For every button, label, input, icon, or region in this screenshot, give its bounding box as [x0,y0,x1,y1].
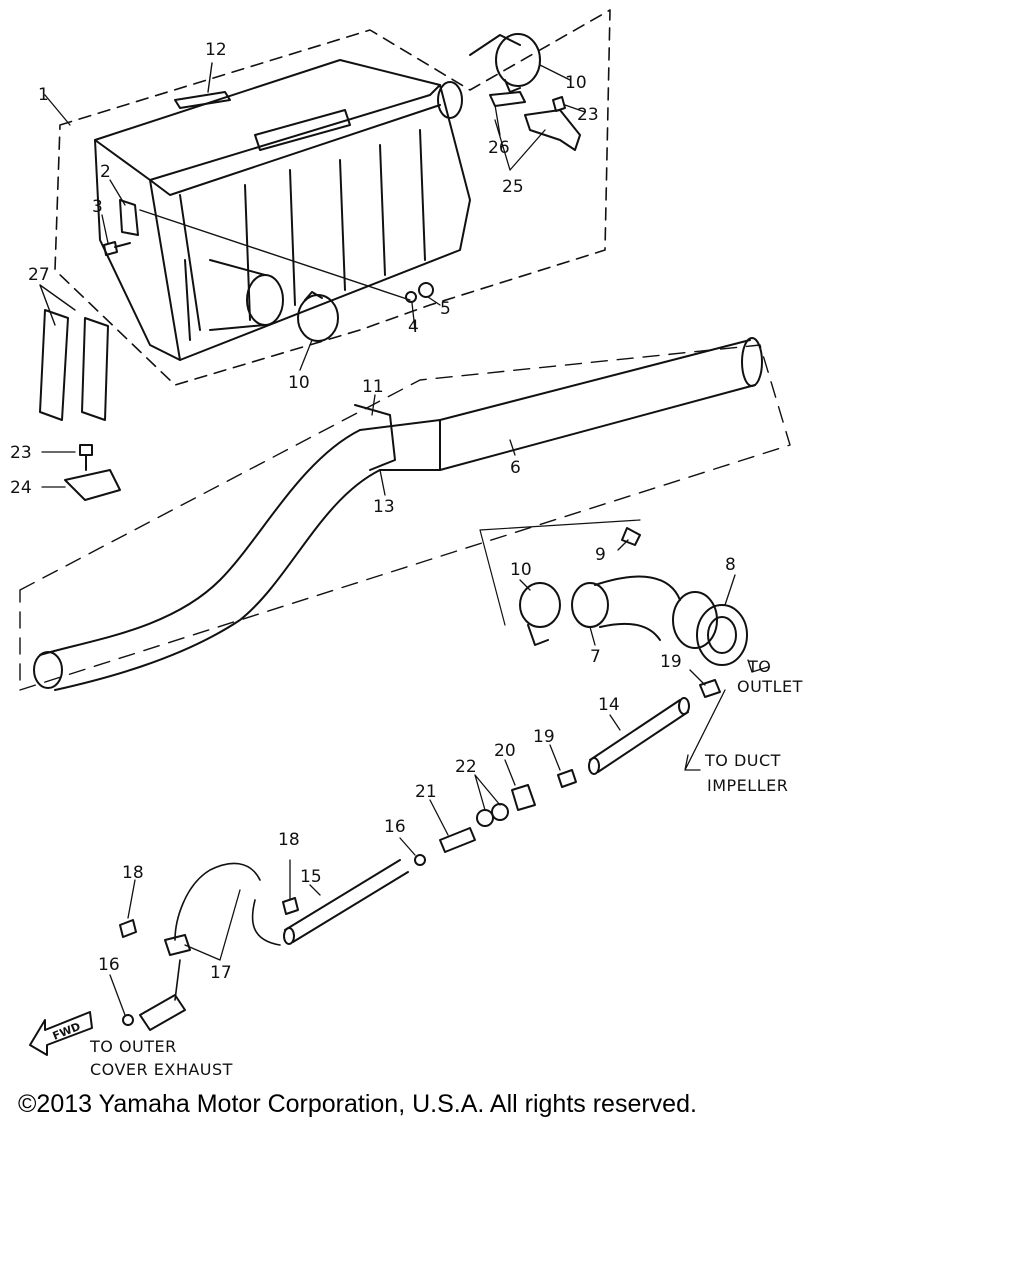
pipe-bolt-left [119,919,137,938]
callout-18-right: 18 [278,830,300,850]
exploded-parts-diagram: 1 12 2 3 10 23 26 25 27 4 5 10 11 6 13 2… [10,9,803,1079]
fwd-arrow-icon [29,1011,93,1056]
callout-22: 22 [455,757,477,777]
hose-fitting [511,784,536,811]
note-to-outlet-line1: TO [747,657,771,676]
rubber-pad [489,91,526,107]
muffler-bolt [103,241,131,256]
callout-23-lower: 23 [10,443,32,463]
callout-10-left: 10 [288,373,310,393]
callout-9: 9 [595,545,606,565]
callout-21: 21 [415,782,437,802]
strap-left [39,309,69,421]
callout-19-lower: 19 [533,727,555,747]
lower-bolt [79,444,93,471]
exhaust-elbow [571,575,718,649]
note-to-duct-line2: IMPELLER [707,776,788,795]
callout-24: 24 [10,478,32,498]
callout-26: 26 [488,138,510,158]
pipe-bolt-right [282,897,299,915]
callout-13: 13 [373,497,395,517]
callout-10-elbow: 10 [510,560,532,580]
fwd-arrow-label: FWD [51,1020,83,1043]
callout-3: 3 [92,197,103,217]
exhaust-group-outline [19,344,791,691]
strap-right [81,317,109,421]
note-outer-cover-line1: TO OUTER [89,1037,177,1056]
lower-bracket [64,469,121,501]
muffler-group-outline [54,9,611,386]
pipe-holder [164,934,191,956]
elbow-group-outline [479,519,641,626]
hose-clip-lower [122,1014,134,1026]
callout-14: 14 [598,695,620,715]
elbow-gasket [696,604,748,666]
callout-1: 1 [38,85,49,105]
muffler-label [174,91,231,109]
note-outer-cover-line2: COVER EXHAUST [90,1060,233,1079]
sealing-washer-b [491,803,509,821]
callout-16-lower: 16 [98,955,120,975]
routing-hose [174,862,281,946]
note-to-outlet-line2: OUTLET [737,677,803,696]
hose-clamp-left [297,291,339,342]
callout-2: 2 [100,162,111,182]
washer [405,291,417,303]
cooling-pipe [588,697,690,775]
through-rod [139,209,411,301]
callout-20: 20 [494,741,516,761]
nut [418,282,434,298]
callout-11: 11 [362,377,384,397]
callout-5: 5 [440,299,451,319]
curved-exhaust-hose [33,419,441,691]
callout-27: 27 [28,265,50,285]
hose-clamp-main [354,404,396,471]
callout-12: 12 [205,40,227,60]
hose-nipple [439,827,476,853]
pipe-clamp-lower [557,769,577,788]
muffler-body [94,59,471,361]
callout-10-upper: 10 [565,73,587,93]
muffler-bracket [119,199,139,236]
hose-clip-upper [414,854,426,866]
drain-hose [139,994,186,1031]
sealing-washer-a [476,809,494,827]
callout-7: 7 [590,647,601,667]
callout-16-upper: 16 [384,817,406,837]
callout-15: 15 [300,867,322,887]
exhaust-hose [439,337,763,471]
callout-4: 4 [408,317,419,337]
callout-19-upper: 19 [660,652,682,672]
copyright-notice: ©2013 Yamaha Motor Corporation, U.S.A. A… [18,1090,697,1118]
callout-25: 25 [502,177,524,197]
bracket-bolt [552,96,566,112]
callout-17: 17 [210,963,232,983]
callout-18-left: 18 [122,863,144,883]
callout-8: 8 [725,555,736,575]
hose-clamp-elbow [519,582,561,646]
note-to-duct-line1: TO DUCT [704,751,781,770]
elbow-bolt [621,527,641,546]
callout-6: 6 [510,458,521,478]
callout-23-upper: 23 [577,105,599,125]
hose-clamp-upper [469,33,541,93]
pipe-clamp-upper [699,679,721,698]
cooling-hose [283,859,409,945]
